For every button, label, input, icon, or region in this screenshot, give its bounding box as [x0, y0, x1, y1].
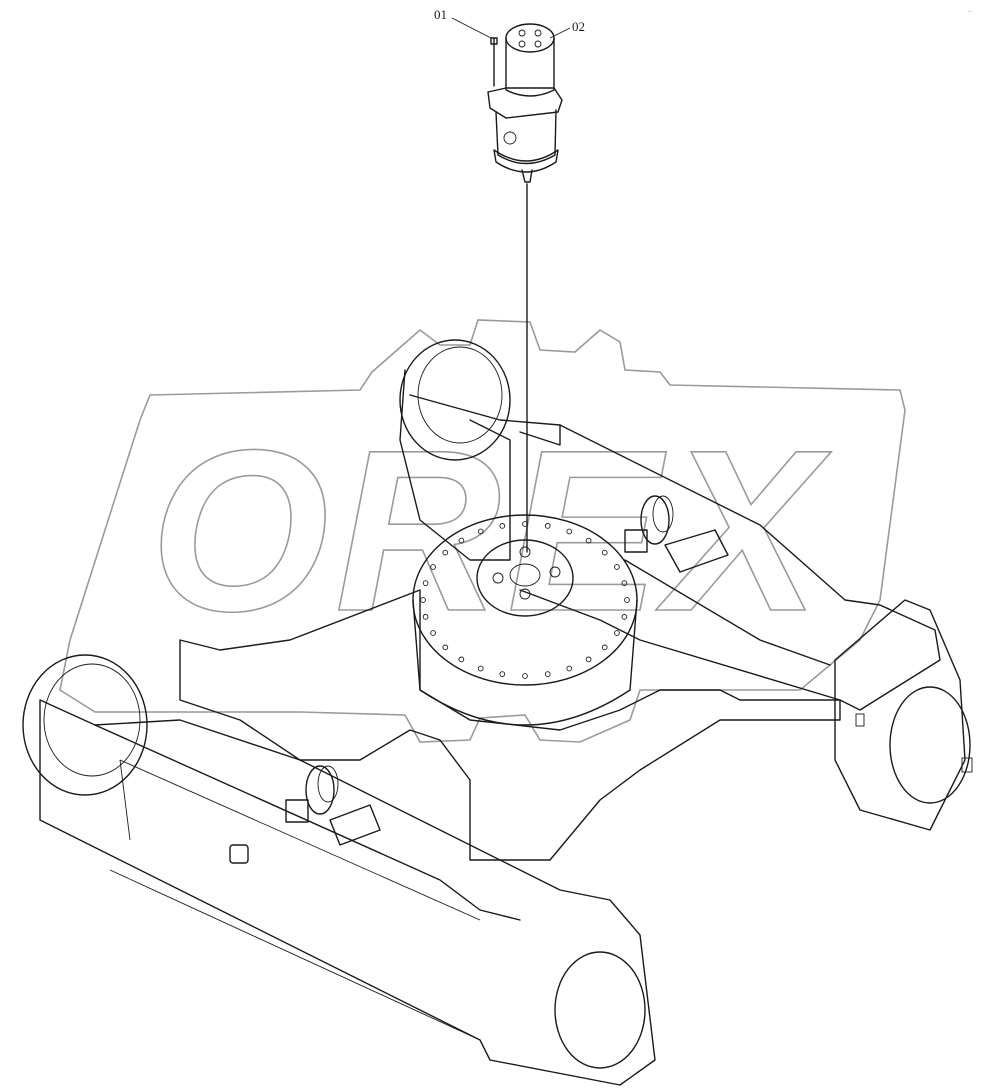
- ring-bolt-hole: [499, 671, 506, 677]
- carrier-roller-right: [624, 495, 729, 573]
- ring-bolt-hole: [442, 549, 449, 556]
- ring-bolt-hole: [566, 665, 573, 672]
- left-beam-access-port: [229, 844, 249, 864]
- carrier-roller-left-plate: [329, 804, 381, 846]
- rear-idler-inner: [43, 663, 141, 777]
- slewing-ring-inner: [476, 539, 574, 617]
- ring-bolt-hole: [544, 523, 551, 529]
- ring-bolt-hole: [621, 580, 628, 586]
- left-beam-band: [119, 759, 481, 921]
- right-bracket-slot-2: [961, 757, 973, 773]
- left-track-frame-beam: [39, 699, 656, 1086]
- center-bolt-1: [519, 546, 531, 558]
- swivel-side-port: [503, 131, 517, 145]
- swivel-tip: [521, 169, 533, 183]
- ring-bolt-hole: [430, 630, 436, 636]
- ring-bolt-hole: [614, 564, 620, 570]
- callout-02-leader: [549, 27, 571, 39]
- carrier-roller-left-body: [305, 765, 335, 815]
- ring-bolt-hole: [624, 597, 630, 603]
- ring-bolt-hole: [499, 523, 506, 529]
- lower-frame: [22, 339, 973, 1086]
- ring-bolt-hole: [422, 580, 429, 586]
- carrier-roller-right-plate: [664, 529, 729, 573]
- callout-02-label: 02: [572, 19, 585, 34]
- ring-bolt-hole: [477, 665, 484, 672]
- ring-bolt-hole: [422, 614, 429, 620]
- ring-bolt-hole: [585, 537, 592, 544]
- swivel-port-2: [534, 29, 542, 37]
- ring-bolt-hole: [544, 671, 551, 677]
- watermark-gear-outline: [59, 319, 906, 743]
- carrier-roller-left: [285, 765, 381, 846]
- ring-bolt-hole: [621, 614, 628, 620]
- center-hole: [509, 563, 541, 587]
- bolt-part-01: [490, 37, 498, 87]
- carrier-roller-left-rim: [317, 765, 339, 803]
- center-bolt-3: [519, 588, 531, 600]
- front-idler-bracket: [399, 369, 511, 561]
- corner-mark: ...: [968, 8, 972, 14]
- ring-bolt-holes: [420, 521, 630, 679]
- ring-bolt-hole: [477, 528, 484, 535]
- ring-bolt-hole: [430, 564, 436, 570]
- ring-bolt-hole: [522, 673, 528, 679]
- callout-02: 02: [549, 19, 585, 39]
- front-idler-inner: [417, 346, 503, 444]
- slewing-ring: [412, 514, 638, 726]
- ring-bolt-hole: [601, 644, 608, 651]
- left-beam-bottom-line: [109, 869, 481, 1041]
- ring-bolt-hole: [420, 597, 426, 603]
- callout-01-leader: [451, 17, 492, 39]
- swivel-port-3: [518, 40, 526, 48]
- center-bolt-4: [492, 572, 504, 584]
- swivel-lower-body: [495, 109, 557, 165]
- carrier-roller-right-body: [640, 495, 670, 545]
- watermark-text: OREX: [150, 402, 831, 659]
- ring-bolt-hole: [458, 537, 465, 544]
- slewing-ring-skirt: [412, 599, 638, 726]
- ring-bolt-hole: [442, 644, 449, 651]
- center-bolt-2: [549, 566, 561, 578]
- swivel-port-4: [534, 40, 542, 48]
- swivel-upper-body: [505, 37, 555, 97]
- ring-bolt-hole: [601, 549, 608, 556]
- right-bracket-slot-1: [855, 713, 865, 727]
- right-beam-top-edge: [519, 424, 561, 446]
- swivel-bottom-ring: [493, 149, 559, 173]
- callout-01-label: 01: [434, 7, 447, 22]
- center-swivel-joint: [487, 23, 563, 553]
- left-beam-top-line: [94, 724, 521, 921]
- swivel-top-cap: [505, 23, 555, 53]
- right-drive-bracket: [834, 599, 966, 831]
- left-drive-motor-mount: [554, 951, 646, 1069]
- right-drive-motor-mount: [889, 686, 971, 804]
- right-beam-lower-edge: [624, 559, 831, 666]
- ring-bolt-hole: [585, 656, 592, 663]
- ring-bolt-hole: [458, 656, 465, 663]
- carrier-roller-right-base: [624, 529, 648, 553]
- ring-bolt-hole: [614, 630, 620, 636]
- carrier-roller-right-rim: [652, 495, 674, 533]
- front-idler-wheel: [399, 339, 511, 461]
- rear-idler-wheel: [22, 654, 148, 796]
- swivel-port-1: [518, 29, 526, 37]
- swivel-flange: [487, 87, 563, 119]
- callout-01: 01: [434, 7, 492, 39]
- ring-bolt-hole: [566, 528, 573, 535]
